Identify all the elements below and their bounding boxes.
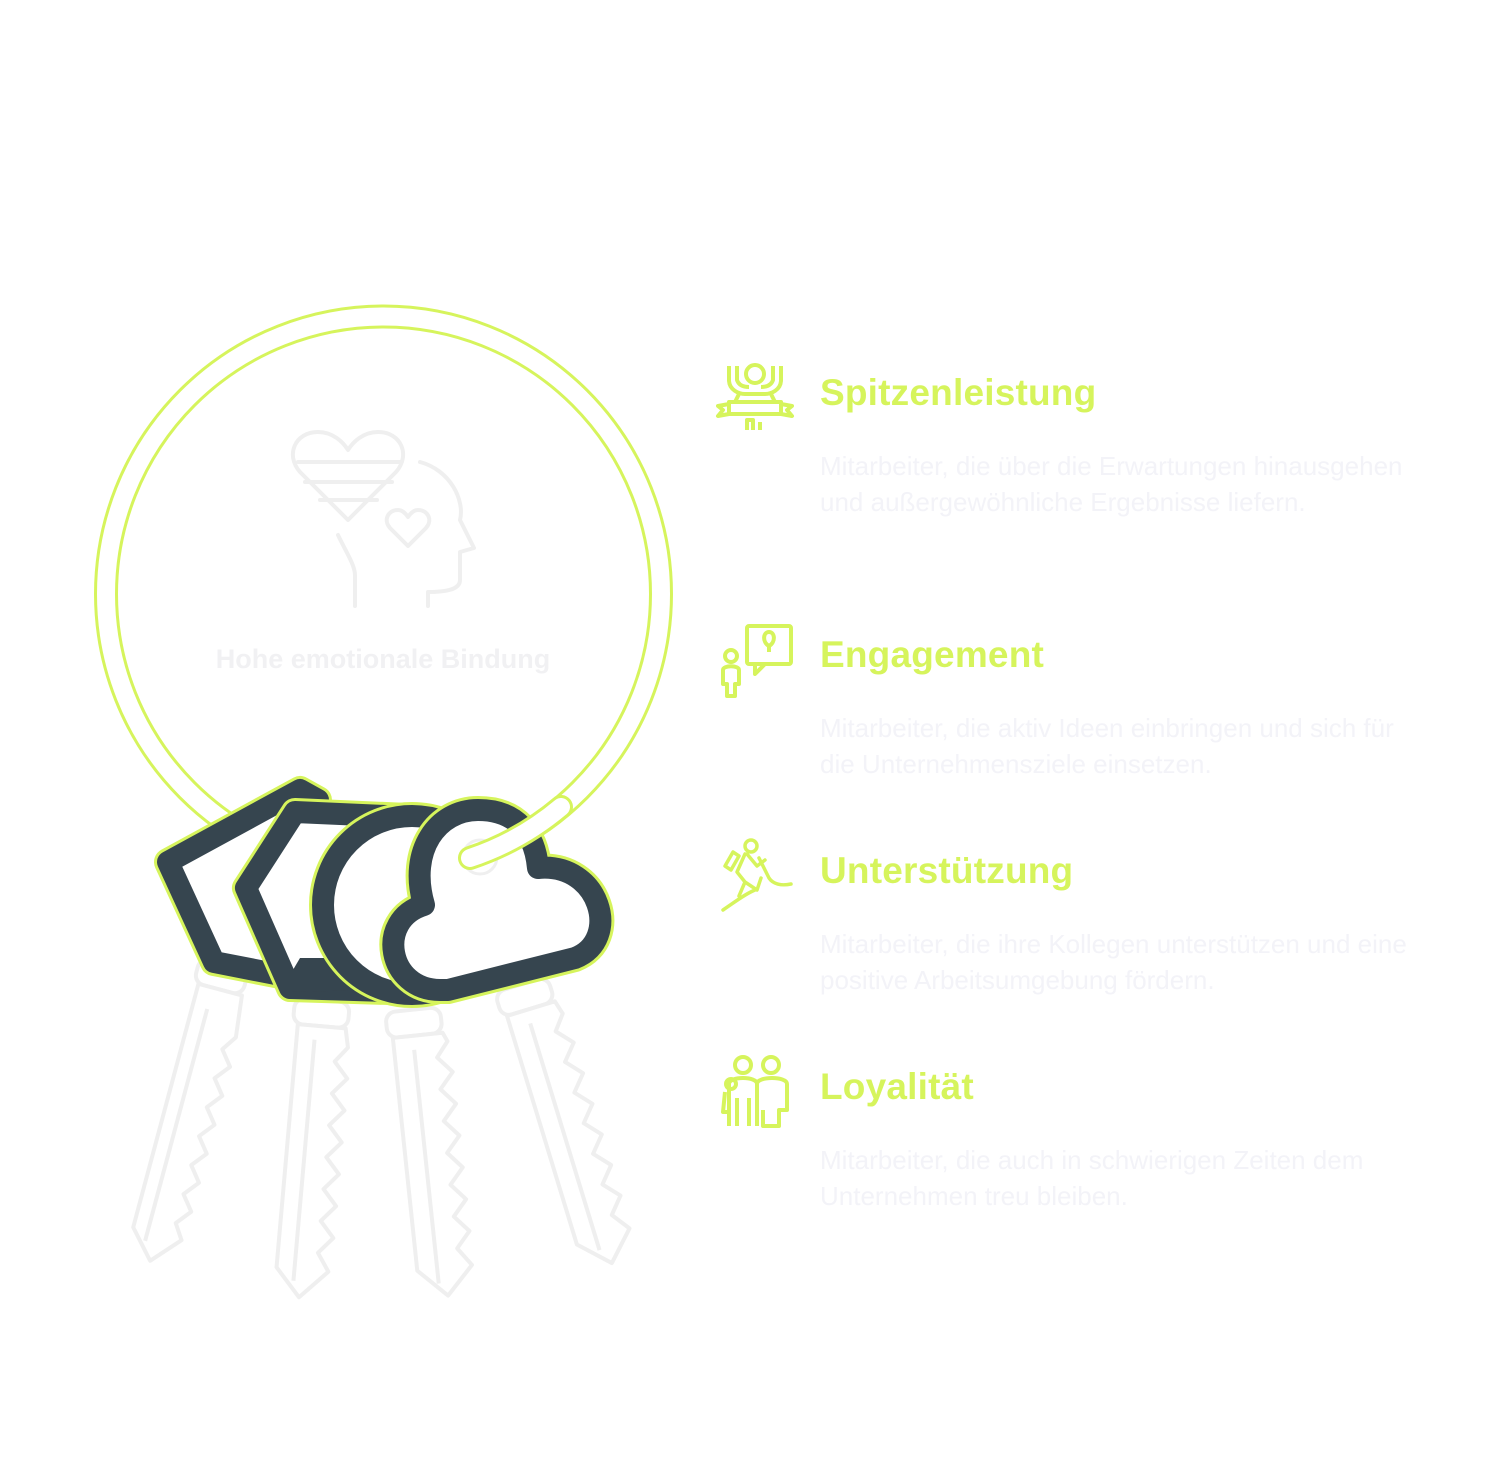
heart-head-icon (290, 430, 476, 608)
item-title: Engagement (820, 634, 1045, 675)
item-description: Mitarbeiter, die über die Erwartungen hi… (820, 451, 1403, 517)
item-title: Spitzenleistung (820, 372, 1097, 413)
key-3 (384, 1005, 474, 1298)
item-description: Mitarbeiter, die ihre Kollegen unterstüt… (820, 929, 1407, 995)
center-label: Hohe emotionale Bindung (215, 644, 551, 674)
person-idea-bubble-icon (721, 624, 793, 698)
item-description: Mitarbeiter, die aktiv Ideen einbringen … (820, 713, 1394, 779)
tag-cloud (379, 796, 615, 1004)
climbing-helper-icon (721, 838, 793, 912)
item-description: Mitarbeiter, die auch in schwierigen Zei… (820, 1145, 1364, 1211)
celebrating-person-banner-icon (716, 363, 794, 430)
key-4 (495, 976, 632, 1266)
key-ring (94, 304, 673, 884)
key-ring-front (458, 795, 573, 870)
group-people-icon (721, 1055, 789, 1128)
keys (131, 957, 632, 1300)
key-2 (274, 996, 352, 1300)
item-title: Unterstützung (820, 850, 1074, 891)
key-1 (131, 957, 249, 1263)
item-title: Loyalität (820, 1066, 974, 1107)
key-tags (154, 776, 615, 1008)
